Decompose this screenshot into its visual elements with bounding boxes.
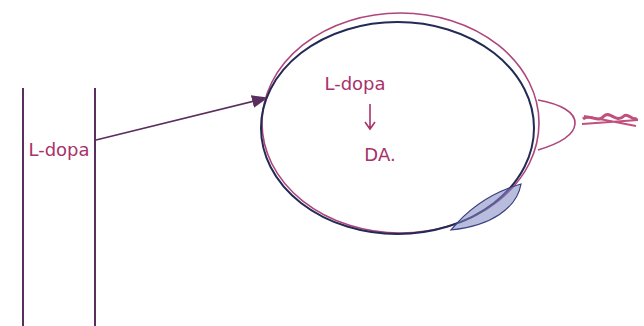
shaded-patch [451, 184, 521, 230]
drug-label: L-dopa [324, 74, 385, 95]
blood-vessel: L-dopa [22, 88, 96, 326]
neuron-cell: L-dopaDA. [255, 12, 540, 240]
cell-outline [255, 12, 540, 240]
conversion-arrow [365, 104, 375, 129]
flow-arrow [96, 98, 267, 140]
crossed-scribble [582, 116, 638, 126]
cell-membrane [262, 13, 539, 233]
product-label: DA. [364, 145, 395, 166]
drug-label: L-dopa [28, 140, 89, 161]
cell-membrane [261, 22, 534, 234]
outline-bulge [538, 100, 575, 150]
